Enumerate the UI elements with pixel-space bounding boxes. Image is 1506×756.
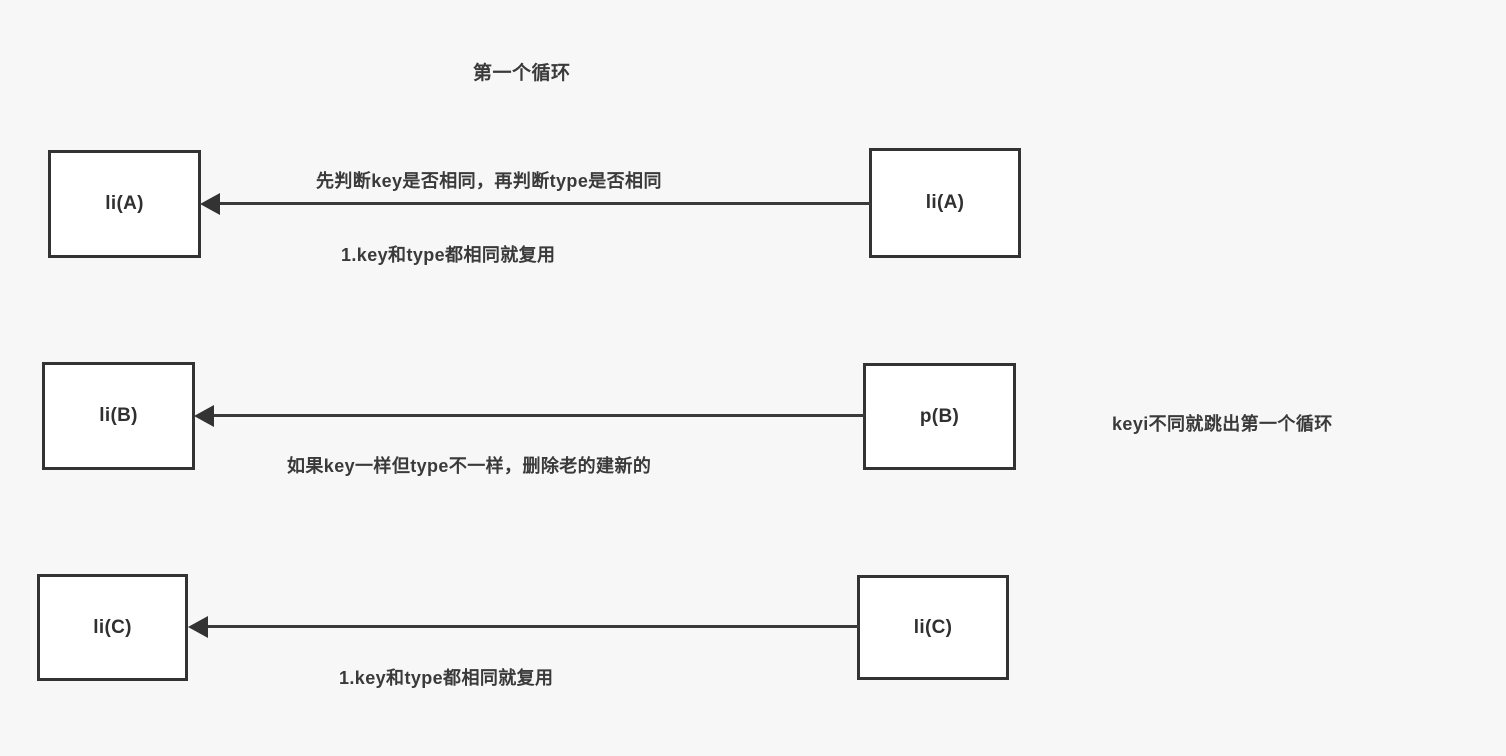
arrow-head-icon-row-a — [200, 193, 220, 215]
node-source-row-c[interactable]: li(C) — [857, 575, 1009, 680]
node-source-row-b[interactable]: p(B) — [863, 363, 1016, 470]
node-label: p(B) — [919, 405, 960, 427]
edge-label-below-row-a: 1.key和type都相同就复用 — [341, 245, 556, 265]
arrow-head-icon-row-c — [188, 616, 208, 638]
arrow-head-icon-row-b — [194, 405, 214, 427]
side-note-text: keyi不同就跳出第一个循环 — [1112, 414, 1333, 434]
edge-label-below-row-c: 1.key和type都相同就复用 — [339, 668, 554, 688]
node-label: li(C) — [913, 616, 953, 638]
node-source-row-a[interactable]: li(A) — [869, 148, 1021, 258]
edge-line-row-b — [210, 414, 865, 417]
node-label: li(A) — [105, 193, 144, 214]
edge-line-row-c — [204, 625, 859, 628]
diagram-title: 第一个循环 — [473, 63, 571, 84]
node-label: li(C) — [93, 616, 132, 638]
edge-line-row-a — [216, 202, 871, 205]
node-target-row-c[interactable]: li(C) — [37, 574, 188, 681]
edge-label-below-row-b: 如果key一样但type不一样，删除老的建新的 — [287, 456, 652, 476]
node-label: li(A) — [925, 192, 965, 213]
node-target-row-a[interactable]: li(A) — [48, 150, 201, 258]
edge-label-above-row-a: 先判断key是否相同，再判断type是否相同 — [316, 171, 662, 191]
node-target-row-b[interactable]: li(B) — [42, 362, 195, 470]
node-label: li(B) — [99, 405, 138, 426]
